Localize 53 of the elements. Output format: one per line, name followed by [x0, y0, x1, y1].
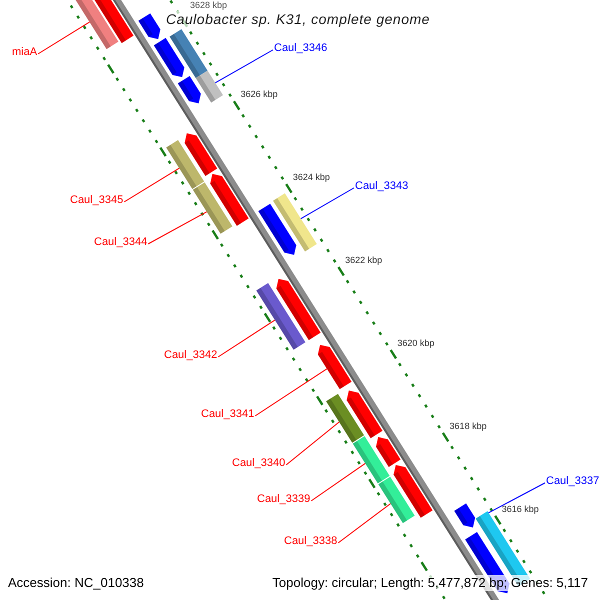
gene-label: Caul_3346 [274, 42, 328, 56]
gene-label: Caul_3339 [257, 493, 310, 507]
gene-bar [196, 70, 224, 103]
title: Caulobacter sp. K31, complete genome [164, 11, 432, 28]
scale-label: 3616 kbp [502, 504, 539, 516]
leader-line [286, 422, 340, 466]
leader-line [300, 187, 354, 220]
leader-line [338, 503, 392, 544]
gene-label: Caul_3343 [355, 180, 408, 194]
gene-bar [138, 13, 160, 40]
gene-bar [166, 140, 204, 189]
leader-line [218, 320, 276, 358]
gene-bar [258, 204, 296, 255]
gene-label: miaA [12, 46, 38, 60]
gene-bar [378, 476, 415, 524]
gene-bar [326, 394, 364, 443]
gene-bar [192, 182, 232, 234]
leader-line [254, 368, 328, 416]
gene-label: Caul_3341 [201, 408, 254, 422]
gene-bar [170, 29, 208, 78]
gene-bar [318, 344, 352, 390]
gene-label: Caul_3345 [70, 194, 124, 208]
scale-label: 3622 kbp [345, 255, 382, 267]
leader-line [488, 482, 546, 514]
gene-bar [276, 278, 321, 340]
scale-label: 3626 kbp [240, 89, 278, 101]
gene-bar [94, 0, 134, 44]
gene-bar [178, 76, 201, 104]
leader-line [310, 462, 366, 502]
gene-bar [184, 133, 218, 176]
gene-bar [154, 38, 184, 78]
gene-bar [346, 390, 382, 438]
gene-label: Caul_3337 [546, 475, 600, 489]
scale-label: 3618 kbp [450, 421, 487, 432]
info-text: Accession: NC_010338 [8, 575, 144, 592]
gene-label: Caul_3340 [232, 457, 286, 471]
leader-line [124, 168, 180, 202]
scale-label: 3620 kbp [397, 338, 434, 350]
leader-line [38, 22, 90, 54]
gene-bar [454, 503, 476, 528]
gene-bar [376, 437, 401, 468]
gene-bar [273, 193, 317, 252]
leader-line [214, 49, 274, 84]
gene-label: Caul_3342 [164, 349, 218, 363]
scale-label: 3628 kbp [190, 0, 228, 12]
gene-label: Caul_3344 [94, 236, 148, 250]
gene-bar [256, 283, 306, 350]
gene-bar [210, 174, 249, 226]
gene-bar [394, 464, 433, 518]
scale-label: 3624 kbp [292, 172, 330, 184]
leader-line [148, 211, 208, 244]
gene-bar [352, 436, 390, 484]
gene-label: Caul_3338 [284, 535, 338, 549]
